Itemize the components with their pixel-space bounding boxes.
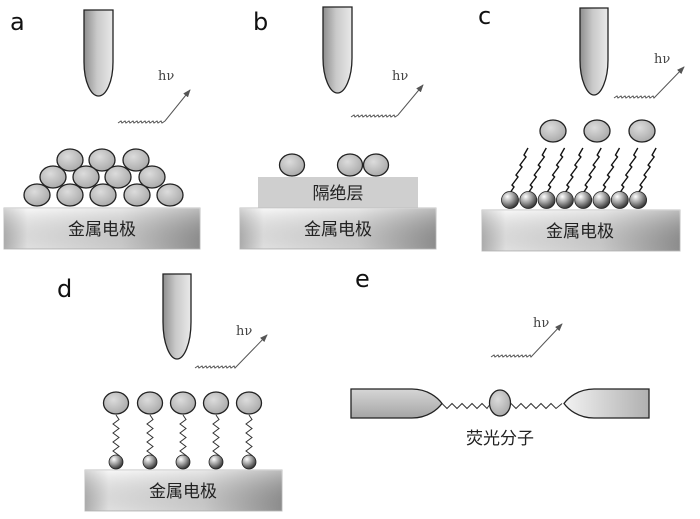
panel-label-a: a <box>10 8 25 36</box>
molecule <box>23 183 51 207</box>
panel-e: e hν 荧光分子 <box>350 265 650 449</box>
molecule-label: 荧光分子 <box>466 429 534 449</box>
anchor-bead <box>610 191 629 209</box>
top-molecules <box>539 119 656 143</box>
stm-tip-icon <box>579 7 609 96</box>
wavy-linker <box>112 414 121 457</box>
photon-wave-icon <box>194 334 268 369</box>
molecule <box>104 165 132 189</box>
left-linker <box>441 402 490 410</box>
molecule <box>56 148 84 172</box>
molecule <box>539 119 567 143</box>
anchor-bead <box>629 191 647 209</box>
anchor-bead <box>556 191 574 209</box>
alkyl-chains <box>509 147 657 194</box>
metal-electrode: 金属电极 <box>239 207 437 250</box>
stm-tip-icon <box>83 9 114 97</box>
molecule <box>88 148 116 172</box>
photon-wave-icon <box>613 66 685 99</box>
anchor-bead <box>208 454 224 470</box>
right-linker <box>510 402 563 410</box>
molecule <box>72 165 100 189</box>
anchor-bead <box>108 454 124 470</box>
anchor-bead <box>537 191 556 209</box>
left-electrode-tip <box>350 388 443 419</box>
anchor-beads <box>501 191 647 209</box>
photon-label: hν <box>158 69 174 84</box>
anchor-bead <box>519 191 538 209</box>
stm-tip-icon <box>322 6 353 94</box>
molecule <box>56 183 84 207</box>
molecule-stack <box>23 148 184 207</box>
molecule <box>362 153 390 177</box>
molecule <box>136 391 164 415</box>
tethered-molecules <box>102 391 263 470</box>
molecule <box>628 119 656 143</box>
electrode-label: 金属电极 <box>546 222 614 242</box>
panel-c: c hν 金属电极 <box>478 2 685 252</box>
right-electrode-tip <box>563 388 650 419</box>
molecule <box>156 183 184 207</box>
alkyl-chain <box>527 147 547 194</box>
molecule <box>89 183 117 207</box>
anchor-bead <box>175 454 191 470</box>
panel-label-b: b <box>253 8 268 36</box>
fluorescent-molecule <box>488 389 512 417</box>
alkyl-chain <box>637 147 657 194</box>
molecule <box>169 391 197 415</box>
alkyl-chain <box>509 147 529 194</box>
electrode-label: 金属电极 <box>68 220 136 240</box>
panel-a: a hν 金属电极 <box>3 8 201 250</box>
anchor-bead <box>142 454 158 470</box>
photon-wave-icon <box>350 84 424 118</box>
photon-wave-icon <box>117 89 191 124</box>
panel-label-d: d <box>57 275 72 303</box>
metal-electrode: 金属电极 <box>481 209 681 252</box>
panel-b: b hν 隔绝层 金属电极 <box>239 6 437 250</box>
molecule-group <box>278 153 390 177</box>
molecule <box>202 391 230 415</box>
panel-label-e: e <box>355 265 370 293</box>
alkyl-chain <box>619 147 639 194</box>
anchor-bead <box>501 191 519 209</box>
alkyl-chain <box>582 147 602 194</box>
molecule <box>235 391 263 415</box>
photon-wave-icon <box>490 323 563 358</box>
wavy-linker <box>212 414 221 457</box>
alkyl-chain <box>546 147 566 194</box>
photon-label: hν <box>533 316 549 331</box>
molecule <box>39 165 67 189</box>
molecule <box>122 148 150 172</box>
alkyl-chain <box>600 147 621 194</box>
insulator-label: 隔绝层 <box>313 184 364 204</box>
wavy-linker <box>179 414 188 457</box>
panel-d: d hν 金属电极 <box>57 273 283 512</box>
molecule <box>138 165 166 189</box>
metal-electrode: 金属电极 <box>3 207 201 250</box>
molecule <box>278 153 306 177</box>
insulating-layer: 隔绝层 <box>258 177 418 208</box>
molecule <box>102 391 130 415</box>
wavy-linker <box>245 414 254 457</box>
photon-label: hν <box>654 52 670 67</box>
molecule <box>583 119 611 143</box>
anchor-bead <box>241 454 257 470</box>
electrode-label: 金属电极 <box>149 482 217 502</box>
metal-electrode: 金属电极 <box>84 469 283 512</box>
panel-label-c: c <box>478 2 491 30</box>
molecule <box>336 153 364 177</box>
alkyl-chain <box>564 147 584 194</box>
photon-label: hν <box>392 69 408 84</box>
stm-tip-icon <box>162 273 192 360</box>
electrode-label: 金属电极 <box>304 220 372 240</box>
anchor-bead <box>574 191 593 209</box>
photon-label: hν <box>236 324 252 339</box>
wavy-linker <box>146 414 155 457</box>
molecule <box>123 183 151 207</box>
anchor-bead <box>592 191 611 209</box>
